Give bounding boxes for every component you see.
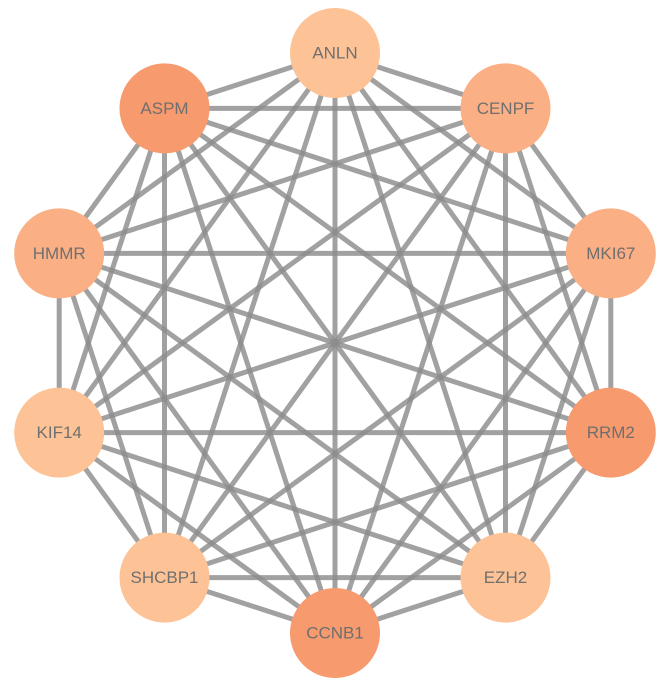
node-circle-cenpf[interactable] xyxy=(460,63,551,154)
edge-ezh2-aspm xyxy=(162,105,508,581)
edge-mki67-ccnb1 xyxy=(332,250,614,636)
edge-cenpf-hmmr xyxy=(56,105,508,256)
node-label-anln: ANLN xyxy=(312,44,357,63)
node-ccnb1[interactable]: CCNB1 xyxy=(290,588,380,678)
node-hmmr[interactable]: HMMR xyxy=(14,208,105,299)
edge-ccnb1-aspm xyxy=(162,105,338,636)
node-shcbp1[interactable]: SHCBP1 xyxy=(119,532,210,623)
node-label-hmmr: HMMR xyxy=(33,244,86,263)
node-anln[interactable]: ANLN xyxy=(290,8,380,98)
edge-anln-kif14 xyxy=(56,50,338,436)
edge-ccnb1-kif14 xyxy=(56,430,338,636)
node-rrm2[interactable]: RRM2 xyxy=(565,387,656,478)
edge-rrm2-shcbp1 xyxy=(162,430,614,581)
edge-mki67-aspm xyxy=(162,105,614,256)
edge-rrm2-aspm xyxy=(162,105,614,436)
node-circle-kif14[interactable] xyxy=(14,387,105,478)
node-label-aspm: ASPM xyxy=(140,99,188,118)
node-ezh2[interactable]: EZH2 xyxy=(460,532,551,623)
edge-ezh2-kif14 xyxy=(56,430,508,581)
node-label-shcbp1: SHCBP1 xyxy=(130,568,198,587)
node-circle-hmmr[interactable] xyxy=(14,208,105,299)
node-label-ezh2: EZH2 xyxy=(484,568,527,587)
node-label-rrm2: RRM2 xyxy=(587,423,635,442)
node-label-kif14: KIF14 xyxy=(37,423,82,442)
node-circle-aspm[interactable] xyxy=(119,63,210,154)
node-circle-mki67[interactable] xyxy=(565,208,656,299)
edge-shcbp1-hmmr xyxy=(56,250,167,581)
node-label-cenpf: CENPF xyxy=(477,99,535,118)
node-circle-ezh2[interactable] xyxy=(460,532,551,623)
edge-ccnb1-hmmr xyxy=(56,250,338,636)
node-mki67[interactable]: MKI67 xyxy=(565,208,656,299)
edge-kif14-aspm xyxy=(56,105,167,436)
edge-ezh2-hmmr xyxy=(56,250,508,581)
node-kif14[interactable]: KIF14 xyxy=(14,387,105,478)
node-circle-ccnb1[interactable] xyxy=(290,588,380,678)
node-circle-shcbp1[interactable] xyxy=(119,532,210,623)
node-label-mki67: MKI67 xyxy=(586,244,635,263)
edge-anln-rrm2 xyxy=(332,50,614,436)
node-circle-rrm2[interactable] xyxy=(565,387,656,478)
node-cenpf[interactable]: CENPF xyxy=(460,63,551,154)
edge-layer xyxy=(56,50,614,636)
node-aspm[interactable]: ASPM xyxy=(119,63,210,154)
node-circle-anln[interactable] xyxy=(290,8,380,98)
node-label-ccnb1: CCNB1 xyxy=(306,624,364,643)
